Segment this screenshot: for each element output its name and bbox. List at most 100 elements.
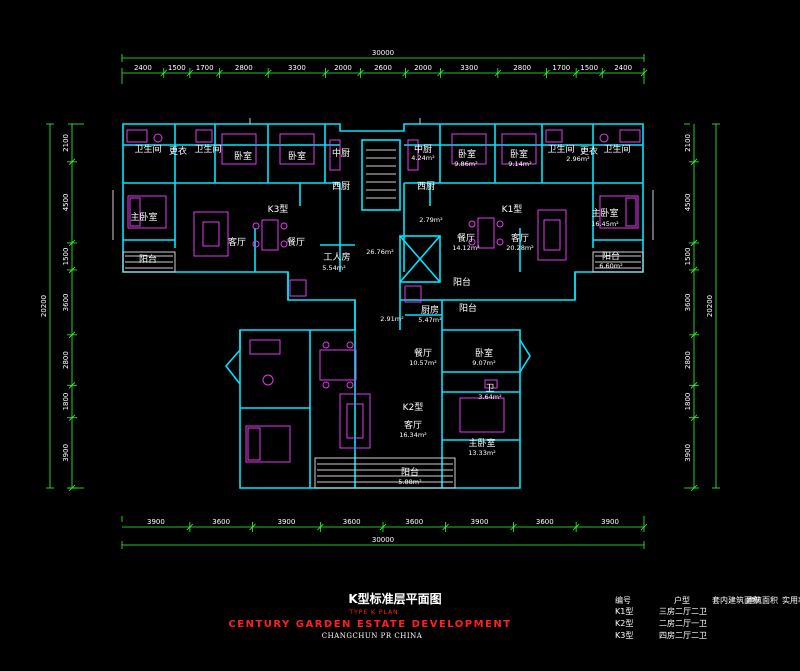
area-balcony-r: 6.60m² bbox=[599, 262, 623, 270]
room-master-k2: 主卧室 bbox=[468, 437, 495, 449]
bottom-dim-label: 3600 bbox=[405, 518, 423, 526]
plan-subtitle: TYPE K PLAN bbox=[348, 609, 398, 616]
left-dim-label: 2100 bbox=[62, 134, 70, 152]
top-dim-total: 30000 bbox=[372, 49, 394, 57]
unit-label-k1: K1型 bbox=[502, 204, 523, 215]
top-dim-label: 1700 bbox=[196, 64, 214, 72]
room-bath-k2: 卫 bbox=[485, 384, 494, 394]
room-balcony-k2: 阳台 bbox=[401, 466, 419, 478]
room-bath-l1: 卫生间 bbox=[134, 143, 161, 155]
room-balcony-r: 阳台 bbox=[602, 250, 620, 262]
room-dining-r: 餐厅 bbox=[457, 232, 475, 244]
bottom-dim-label: 3600 bbox=[212, 518, 230, 526]
room-west-kitchen-l: 西厨 bbox=[332, 181, 350, 192]
room-west-kitchen-r: 西厨 bbox=[417, 181, 435, 192]
room-kitchen-k2: 厨房 bbox=[421, 304, 439, 316]
top-dim-label: 2800 bbox=[513, 64, 531, 72]
area-living-r: 20.28m² bbox=[506, 244, 534, 252]
top-dim-label: 2400 bbox=[614, 64, 632, 72]
brand-location: CHANGCHUN PR CHINA bbox=[322, 632, 423, 640]
bottom-dim-label: 3900 bbox=[601, 518, 619, 526]
unit-table: 编号 户型 套内建筑面积 建筑面积 实用率 K1型 三房二厅二卫 K2型 二房二… bbox=[615, 595, 800, 640]
bottom-dim-label: 3900 bbox=[278, 518, 296, 526]
room-bed-r2: 卧室 bbox=[510, 148, 528, 160]
area-entry: 2.91m² bbox=[380, 315, 404, 323]
area-closet-r: 2.96m² bbox=[566, 155, 590, 163]
table-row-type: 二房二厅一卫 bbox=[659, 618, 707, 628]
top-dim-label: 1700 bbox=[552, 64, 570, 72]
area-corridor: 2.79m² bbox=[419, 216, 443, 224]
area-bed-r1: 9.86m² bbox=[454, 160, 478, 168]
table-header-ratio: 实用率 bbox=[782, 595, 800, 605]
room-bed-r1: 卧室 bbox=[458, 148, 476, 160]
top-dim-label: 2000 bbox=[334, 64, 352, 72]
table-row-code: K1型 bbox=[615, 607, 633, 616]
table-row-type: 三房二厅二卫 bbox=[659, 606, 707, 616]
top-dim-label: 2400 bbox=[134, 64, 152, 72]
table-row-type: 四房二厅二卫 bbox=[659, 630, 707, 640]
area-servant: 5.54m² bbox=[322, 264, 346, 272]
room-closet-l: 更衣 bbox=[169, 145, 187, 157]
table-header-type: 户型 bbox=[674, 595, 690, 605]
room-master-l: 主卧室 bbox=[130, 211, 157, 223]
room-living-k2: 客厅 bbox=[404, 419, 422, 431]
table-header-inner-area: 套内建筑面积 bbox=[712, 595, 760, 605]
dimension-lines bbox=[46, 54, 720, 549]
room-bath-l2: 卫生间 bbox=[194, 143, 221, 155]
room-master-r: 主卧室 bbox=[591, 207, 618, 219]
right-dim-label: 3600 bbox=[684, 293, 692, 311]
table-header-code: 编号 bbox=[615, 595, 631, 605]
right-dim-label: 2800 bbox=[684, 351, 692, 369]
area-kitchen-r: 4.24m² bbox=[411, 154, 435, 162]
bottom-dim-label: 3600 bbox=[536, 518, 554, 526]
table-header-area: 建筑面积 bbox=[746, 595, 778, 605]
room-balcony-k2-small: 阳台 bbox=[459, 302, 477, 314]
room-closet-r: 更衣 bbox=[580, 145, 598, 157]
left-dim-total: 20200 bbox=[40, 295, 48, 317]
left-dim-label: 2800 bbox=[62, 351, 70, 369]
room-living-l: 客厅 bbox=[228, 236, 246, 248]
top-dim-label: 2000 bbox=[414, 64, 432, 72]
unit-label-k3: K3型 bbox=[268, 204, 289, 215]
room-bath-r2: 卫生间 bbox=[603, 143, 630, 155]
plan-title: K型标准层平面图 bbox=[348, 591, 441, 606]
right-dim-label: 1800 bbox=[684, 393, 692, 411]
area-dining-k2: 10.57m² bbox=[409, 359, 437, 367]
room-balcony-k2-top: 阳台 bbox=[453, 276, 471, 288]
room-bed-l2: 卧室 bbox=[288, 150, 306, 162]
left-dim-label: 1500 bbox=[62, 248, 70, 266]
area-hall: 26.76m² bbox=[366, 248, 394, 256]
area-balcony-k2: 5.88m² bbox=[398, 478, 422, 486]
room-servant: 工人房 bbox=[323, 251, 350, 263]
left-dim-label: 3600 bbox=[62, 293, 70, 311]
room-balcony-l: 阳台 bbox=[139, 253, 157, 265]
room-bath-r1: 卫生间 bbox=[547, 143, 574, 155]
right-dim-total: 20200 bbox=[706, 295, 714, 317]
area-master-r: 16.45m² bbox=[591, 220, 619, 228]
area-dining-r: 14.12m² bbox=[452, 244, 480, 252]
area-kitchen-k2: 5.47m² bbox=[418, 316, 442, 324]
area-bed-r2: 9.14m² bbox=[508, 160, 532, 168]
bottom-dim-total: 30000 bbox=[372, 536, 394, 544]
top-dim-label: 2800 bbox=[235, 64, 253, 72]
top-dim-label: 2600 bbox=[374, 64, 392, 72]
area-bed-k2: 9.07m² bbox=[472, 359, 496, 367]
area-living-k2: 16.34m² bbox=[399, 431, 427, 439]
left-dim-label: 4500 bbox=[62, 193, 70, 211]
room-bed-k2: 卧室 bbox=[475, 347, 493, 359]
top-dim-label: 3300 bbox=[288, 64, 306, 72]
table-row-code: K2型 bbox=[615, 619, 633, 628]
right-dim-label: 2100 bbox=[684, 134, 692, 152]
left-dim-label: 1800 bbox=[62, 393, 70, 411]
top-dim-label: 1500 bbox=[168, 64, 186, 72]
right-dim-label: 3900 bbox=[684, 444, 692, 462]
left-dim-label: 3900 bbox=[62, 444, 70, 462]
room-bed-l1: 卧室 bbox=[234, 150, 252, 162]
furniture bbox=[126, 129, 641, 463]
room-living-r: 客厅 bbox=[511, 232, 529, 244]
room-kitchen-r: 中厨 bbox=[414, 143, 432, 155]
windows bbox=[112, 118, 654, 489]
title-block: K型标准层平面图 TYPE K PLAN CENTURY GARDEN ESTA… bbox=[228, 591, 510, 640]
